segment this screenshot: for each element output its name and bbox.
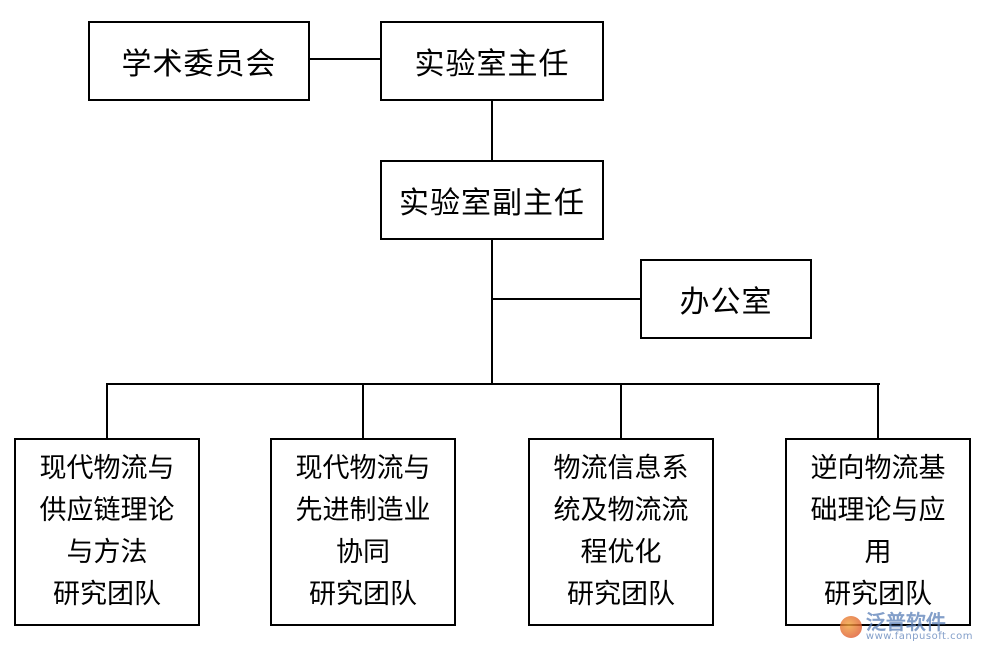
team-line: 统及物流流	[553, 495, 689, 526]
team-line: 先进制造业	[295, 495, 431, 526]
connector-director-deputy	[491, 100, 493, 160]
team-line: 研究团队	[567, 579, 675, 610]
office-box: 办公室	[640, 259, 812, 339]
director-box: 实验室主任	[380, 21, 604, 101]
committee-label: 学术委员会	[121, 47, 277, 82]
connector-team-2	[362, 383, 364, 440]
team-line: 协同	[336, 537, 390, 568]
watermark: 泛普软件 www.fanpusoft.com	[839, 612, 973, 642]
connector-team-4	[877, 383, 879, 440]
deputy-label: 实验室副主任	[399, 186, 585, 221]
fanpu-logo-icon	[839, 616, 862, 638]
team-line: 程优化	[580, 537, 662, 568]
connector-office	[491, 298, 642, 300]
team-line: 研究团队	[309, 579, 417, 610]
team-box: 物流信息系 统及物流流 程优化 研究团队	[528, 438, 714, 626]
team-box: 现代物流与 先进制造业 协同 研究团队	[270, 438, 456, 626]
connector-committee-director	[310, 58, 382, 60]
team-line: 础理论与应	[810, 495, 946, 526]
team-line: 逆向物流基	[810, 453, 946, 484]
watermark-url: www.fanpusoft.com	[865, 631, 973, 642]
connector-teams-horizontal	[106, 383, 880, 385]
team-line: 用	[864, 537, 892, 568]
team-box: 现代物流与 供应链理论 与方法 研究团队	[14, 438, 200, 626]
team-box: 逆向物流基 础理论与应 用 研究团队	[785, 438, 971, 626]
team-line: 与方法	[66, 537, 148, 568]
team-line: 现代物流与	[39, 453, 175, 484]
director-label: 实验室主任	[414, 47, 570, 82]
team-line: 研究团队	[824, 579, 932, 610]
watermark-text: 泛普软件 www.fanpusoft.com	[866, 612, 973, 642]
team-line: 现代物流与	[295, 453, 431, 484]
office-label: 办公室	[679, 285, 773, 320]
team-line: 物流信息系	[553, 453, 689, 484]
connector-deputy-trunk	[491, 240, 493, 384]
committee-box: 学术委员会	[88, 21, 310, 101]
team-line: 供应链理论	[39, 495, 175, 526]
connector-team-3	[620, 383, 622, 440]
deputy-box: 实验室副主任	[380, 160, 604, 240]
watermark-name: 泛普软件	[865, 610, 946, 634]
team-line: 研究团队	[53, 579, 161, 610]
connector-team-1	[106, 383, 108, 440]
